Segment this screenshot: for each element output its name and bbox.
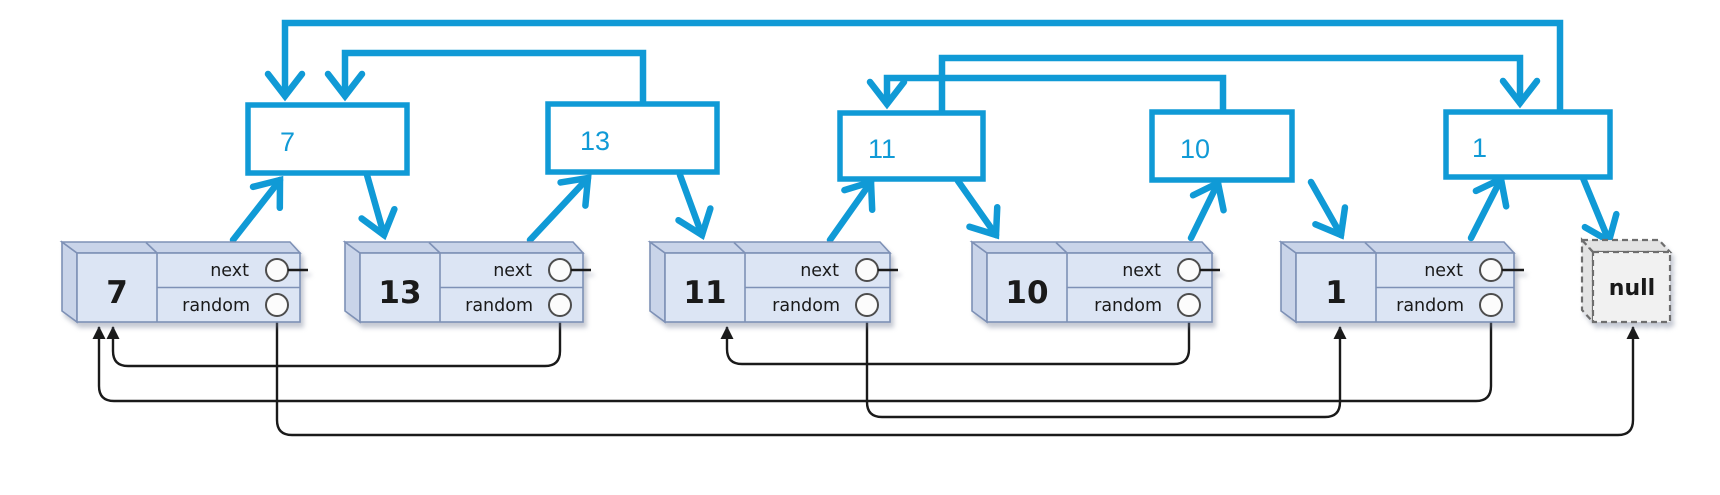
node-value: 1 [1325, 275, 1347, 311]
node-left-face [649, 240, 666, 324]
next-pointer-circle [1479, 258, 1503, 282]
node-left-face [344, 240, 361, 324]
copy-box-7-rect [245, 102, 410, 176]
next-field-label: next [210, 261, 249, 281]
interleave-arrows [229, 171, 1620, 246]
top-face-divider [1364, 241, 1377, 254]
copy-box-1-rect [1443, 109, 1613, 180]
top-face-divider [1055, 241, 1068, 254]
arrow-node13-to-copy13 [526, 174, 592, 244]
arrow-node10-to-copy10 [1187, 178, 1227, 242]
copy-random-edge-13-to-7 [324, 49, 647, 106]
random-edge-10-to-11 [720, 316, 1191, 366]
copy-random-edge-11-to-1 [938, 54, 1541, 115]
random-field-label: random [465, 296, 533, 316]
next-field-label: next [493, 261, 532, 281]
copy-box-13-label: 13 [580, 126, 610, 156]
arrow-copy1-to-null [1579, 174, 1620, 246]
null-front-face [1591, 250, 1672, 324]
node-top-face [59, 241, 302, 254]
null-left-face [1580, 237, 1595, 325]
list-node-1: 1 next random [1278, 240, 1524, 324]
node-left-face [1280, 240, 1297, 324]
copy-box-10-label: 10 [1180, 134, 1210, 164]
random-field-label: random [182, 296, 250, 316]
arrow-node11-to-copy11 [826, 177, 876, 244]
copy-box-1-label: 1 [1472, 133, 1487, 163]
node-value: 10 [1005, 275, 1048, 311]
list-node-10: 10 next random [969, 240, 1220, 324]
next-field-label: next [1424, 261, 1463, 281]
node-top-face [1278, 241, 1516, 254]
copy-boxes: 7 13 11 10 1 [245, 101, 1613, 183]
arrow-copy10-to-node1 [1307, 178, 1349, 240]
copy-box-13: 13 [545, 101, 720, 175]
arrow-node7-to-copy7 [229, 175, 284, 244]
copy-box-13-rect [545, 101, 720, 175]
node-value: 11 [683, 275, 726, 311]
random-pointer-circle [855, 293, 879, 317]
node-value: 7 [106, 275, 128, 311]
copy-box-7-label: 7 [280, 127, 295, 157]
copy-box-1: 1 [1443, 109, 1613, 180]
node-top-face [969, 241, 1214, 254]
copy-box-11-label: 11 [868, 134, 896, 164]
next-pointer-circle [855, 258, 879, 282]
node-top-face [647, 241, 892, 254]
node-top-face [342, 241, 585, 254]
copy-box-10: 10 [1149, 109, 1295, 183]
top-face-divider [428, 241, 441, 254]
copy-random-edge-1-to-7 [264, 19, 1564, 118]
random-field-label: random [1094, 296, 1162, 316]
copy-random-pointer-edges [264, 19, 1564, 118]
list-node-7: 7 next random [59, 240, 308, 324]
next-pointer-circle [265, 258, 289, 282]
node-left-face [61, 240, 78, 324]
arrow-node1-to-copy1 [1467, 174, 1510, 242]
random-pointer-circle [1479, 293, 1503, 317]
node-value: 13 [378, 275, 421, 311]
arrow-copy11-to-node10 [954, 177, 1001, 240]
next-pointer-circle [548, 258, 572, 282]
null-node: null [1579, 237, 1673, 325]
random-field-label: random [772, 296, 840, 316]
copy-box-7: 7 [245, 102, 410, 176]
random-edge-7-to-null [275, 316, 1640, 437]
copy-box-11-rect [837, 110, 986, 182]
list-node-11: 11 next random [647, 240, 898, 324]
random-edge-11-to-1 [865, 316, 1347, 419]
null-top-face [1579, 238, 1673, 254]
next-field-label: next [800, 261, 839, 281]
random-edge-13-to-7 [106, 316, 562, 368]
original-random-pointer-edges [92, 316, 1640, 437]
arrow-copy7-to-node13 [358, 171, 398, 241]
random-field-label: random [1396, 296, 1464, 316]
top-face-divider [733, 241, 746, 254]
random-pointer-circle [548, 293, 572, 317]
list-nodes: 7 next random 13 next random [59, 237, 1673, 325]
arrow-copy13-to-node11 [675, 171, 714, 240]
null-label: null [1609, 276, 1655, 301]
list-node-13: 13 next random [342, 240, 591, 324]
random-edge-1-to-7 [92, 316, 1493, 403]
node-left-face [971, 240, 988, 324]
random-pointer-circle [1177, 293, 1201, 317]
copy-random-edge-10-to-11 [866, 74, 1227, 114]
copy-box-10-rect [1149, 109, 1295, 183]
random-pointer-circle [265, 293, 289, 317]
next-pointer-circle [1177, 258, 1201, 282]
top-face-divider [145, 241, 158, 254]
copy-box-11: 11 [837, 110, 986, 182]
next-field-label: next [1122, 261, 1161, 281]
